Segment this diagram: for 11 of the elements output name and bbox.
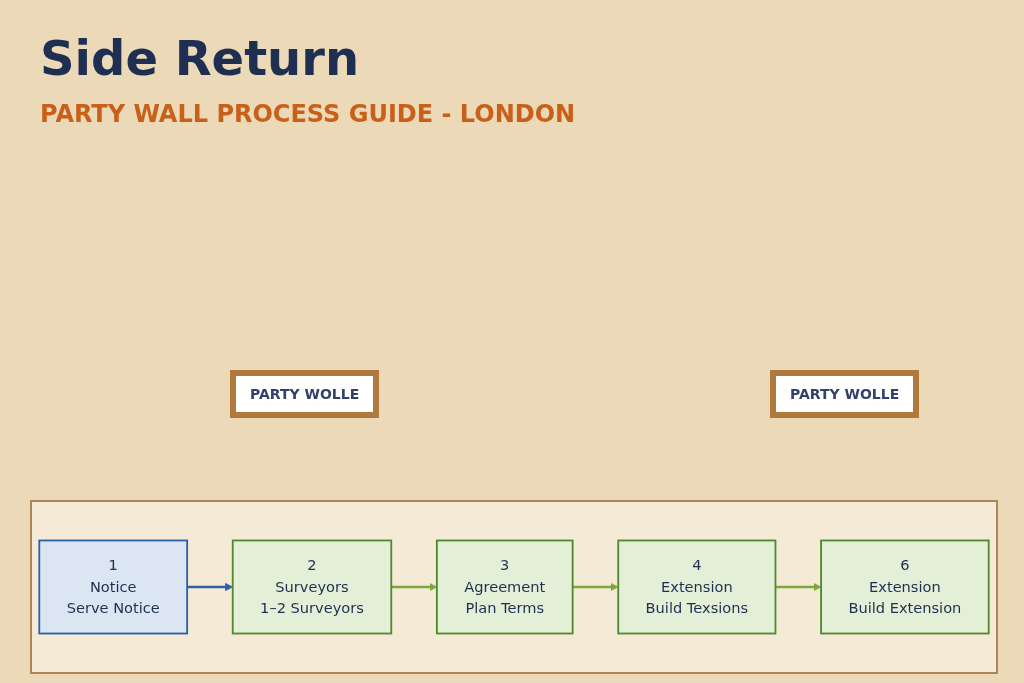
node-box: 1 Notice Serve Notice: [38, 539, 189, 635]
arrow: [572, 583, 619, 591]
node-box: 3 Agreement Plan Terms: [435, 539, 574, 635]
title: Side Return: [40, 30, 360, 86]
arrow: [775, 583, 822, 591]
node-box: 6 Extension Build Extension: [820, 539, 990, 635]
node-box: 4 Extension Build Texsions: [617, 539, 777, 635]
subtitle: PARTY WALL PROCESS GUIDE - LONDON: [40, 100, 576, 128]
clipboard-text: PARTY WOLLE: [770, 370, 920, 418]
clipboard-text: PARTY WOLLE: [230, 370, 380, 418]
node-box: 2 Surveyors 1–2 Surveyors: [231, 539, 393, 635]
